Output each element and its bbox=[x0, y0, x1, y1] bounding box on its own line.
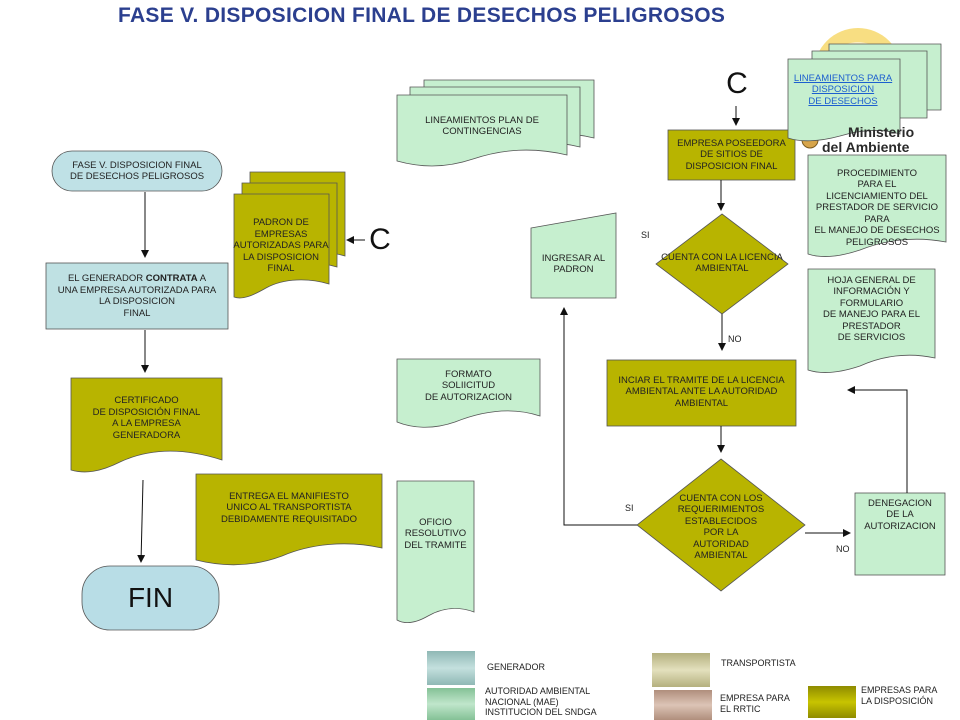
legend-swatches bbox=[427, 651, 856, 720]
manifest-document bbox=[195, 473, 383, 566]
procedure-document bbox=[807, 154, 947, 258]
registry-documents bbox=[233, 171, 346, 299]
legend-label-disposal: EMPRESAS PARA LA DISPOSICIÓN bbox=[861, 685, 938, 706]
manifest-label: ENTREGA EL MANIFIESTO UNICO AL TRANSPORT… bbox=[220, 490, 357, 525]
requirements-question-diamond bbox=[636, 458, 806, 592]
legend-swatch-generator bbox=[427, 651, 475, 685]
company-owner-box bbox=[667, 129, 796, 181]
legend-swatch-transport bbox=[652, 653, 710, 687]
page-title: FASE V. DISPOSICION FINAL DE DESECHOS PE… bbox=[118, 4, 726, 27]
official-letter-document bbox=[396, 480, 475, 624]
start-node-label: FASE V. DISPOSICION FINAL DE DESECHOS PE… bbox=[69, 159, 205, 183]
legend-label-rrtic: EMPRESA PARA EL RRTIC bbox=[720, 693, 790, 714]
company-owner-label: EMPRESA POSEEDORA DE SITIOS DE DISPOSICI… bbox=[677, 137, 786, 172]
contingency-documents bbox=[396, 79, 595, 167]
general-sheet-label: HOJA GENERAL DE INFORMACIÓN Y FORMULARIO… bbox=[823, 274, 920, 344]
certificate-label: CERTIFICADO DE DISPOSICIÓN FINAL A LA EM… bbox=[92, 395, 201, 441]
procedure-label: PROCEDIMIENTO PARA EL LICENCIAMIENTO DEL… bbox=[814, 167, 940, 248]
request-form-label: FORMATO SOLIICITUD DE AUTORIZACION bbox=[425, 368, 512, 403]
generator-contracts-label: EL GENERADOR CONTRATA A UNA EMPRESA AUTO… bbox=[46, 263, 228, 329]
edge-label-yes-1: SI bbox=[641, 230, 650, 240]
guidelines-link[interactable]: LINEAMIENTOS PARA DISPOSICION DE DESECHO… bbox=[793, 72, 893, 107]
start-license-label: INCIAR EL TRAMITE DE LA LICENCIA AMBIENT… bbox=[618, 374, 785, 409]
legend-swatch-rrtic bbox=[654, 690, 712, 720]
generator-contracts-box bbox=[45, 262, 229, 330]
end-node bbox=[81, 565, 220, 631]
denial-label: DENEGACION DE LA AUTORIZACION bbox=[864, 497, 936, 532]
start-node bbox=[51, 150, 223, 192]
legend-swatch-authority bbox=[427, 688, 475, 720]
license-question-label: CUENTA CON LA LICENCIA AMBIENTAL bbox=[661, 251, 783, 275]
connector-c-left: C bbox=[369, 223, 391, 256]
edge-label-yes-2: SI bbox=[625, 503, 634, 513]
logo-line1: Ministerio bbox=[848, 124, 915, 140]
start-license-box bbox=[606, 359, 797, 427]
register-in-shape bbox=[530, 212, 617, 299]
edge-label-no-1: NO bbox=[728, 334, 742, 344]
logo-line2: del Ambiente bbox=[822, 139, 910, 155]
edge-label-no-2: NO bbox=[836, 544, 850, 554]
end-node-label: FIN bbox=[127, 582, 174, 613]
legend-label-generator: GENERADOR bbox=[487, 662, 546, 672]
generator-contracts-text-bold: CONTRATA bbox=[145, 273, 198, 284]
registry-label: PADRON DE EMPRESAS AUTORIZADAS PARA LA D… bbox=[233, 217, 329, 275]
generator-contracts-text-a: EL GENERADOR bbox=[67, 273, 146, 284]
request-form-document bbox=[396, 358, 541, 428]
guidelines-documents bbox=[787, 43, 942, 142]
legend-swatch-disposal bbox=[808, 686, 856, 718]
connector-c-top: C bbox=[726, 67, 748, 100]
generator-contracts-text-b: A UNA EMPRESA AUTORIZADA PARA LA DISPOSI… bbox=[57, 273, 217, 319]
official-letter-label: OFICIO RESOLUTIVO DEL TRAMITE bbox=[404, 516, 467, 551]
requirements-question-label: CUENTA CON LOS REQUERIMIENTOS ESTABLECID… bbox=[677, 492, 765, 562]
register-in-label: INGRESAR AL PADRON bbox=[541, 252, 606, 276]
general-sheet-document bbox=[807, 268, 936, 374]
certificate-document bbox=[70, 377, 223, 473]
legend-label-authority: AUTORIDAD AMBIENTAL NACIONAL (MAE) INSTI… bbox=[485, 686, 597, 717]
denial-box bbox=[854, 492, 946, 576]
connector-lines bbox=[137, 106, 908, 563]
legend-label-transport: TRANSPORTISTA bbox=[721, 658, 796, 668]
contingency-label: LINEAMIENTOS PLAN DE CONTINGENCIAS bbox=[425, 114, 539, 138]
